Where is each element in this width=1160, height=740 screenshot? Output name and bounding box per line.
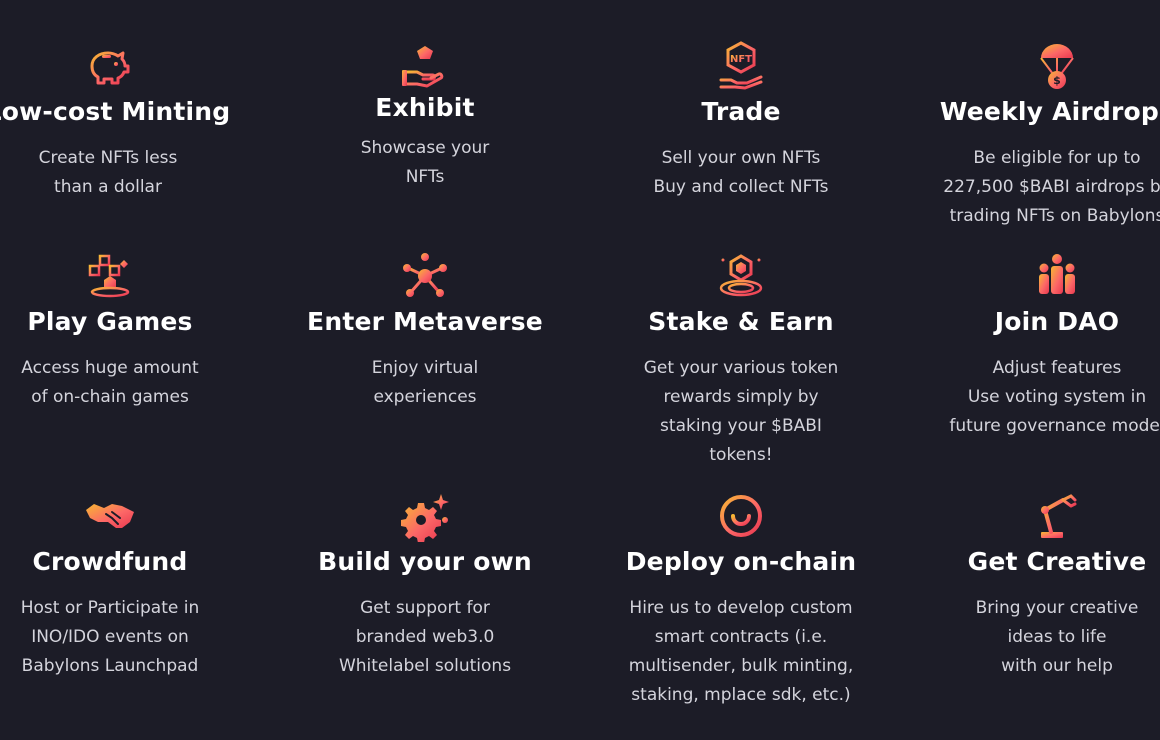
feature-description: Create NFTs less than a dollar: [38, 148, 178, 197]
feature-description: Get your various token rewards simply by…: [643, 358, 839, 465]
feature-play-games: Play Games Access huge amount of on-chai…: [0, 250, 290, 412]
feature-title: Enter Metaverse: [307, 307, 543, 336]
parachute-coin-icon: $: [1040, 44, 1074, 89]
feature-title: Trade: [701, 97, 781, 126]
feature-title: Exhibit: [375, 93, 475, 122]
feature-description: Access huge amount of on-chain games: [21, 358, 199, 407]
feature-description: Adjust features Use voting system in fut…: [949, 358, 1160, 436]
game-controller-icon: [88, 254, 130, 298]
feature-exhibit: Exhibit Showcase your NFTs: [245, 40, 605, 192]
hand-gem-icon: [402, 46, 444, 88]
feature-title: Join DAO: [994, 307, 1120, 336]
nft-hand-icon: NFT: [719, 41, 763, 90]
feature-title: Low-cost Minting: [0, 97, 231, 126]
svg-text:$: $: [1053, 74, 1061, 87]
feature-get-creative: Get Creative Bring your creative ideas t…: [877, 490, 1160, 681]
gear-sparkle-icon: [401, 494, 449, 542]
feature-title: Weekly Airdrops: [939, 97, 1160, 126]
feature-title: Play Games: [27, 307, 193, 336]
feature-low-cost-minting: Low-cost Minting Create NFTs less than a…: [0, 40, 288, 202]
feature-build-your-own: Build your own Get support for branded w…: [245, 490, 605, 681]
feature-crowdfund: Crowdfund Host or Participate in INO/IDO…: [0, 490, 290, 681]
feature-title: Deploy on-chain: [625, 547, 857, 576]
robot-arm-icon: [1041, 494, 1077, 538]
feature-description: Get support for branded web3.0 Whitelabe…: [338, 598, 512, 676]
people-group-icon: [1039, 254, 1075, 294]
feature-join-dao: Join DAO Adjust features Use voting syst…: [877, 250, 1160, 441]
feature-weekly-airdrops: $ Weekly Airdrops Be eligible for up to …: [877, 40, 1160, 231]
feature-title: Get Creative: [967, 547, 1147, 576]
feature-description: Enjoy virtual experiences: [371, 358, 479, 407]
feature-trade: NFT Trade Sell your own NFTs Buy and col…: [561, 40, 921, 202]
handshake-icon: [86, 504, 134, 528]
feature-description: Bring your creative ideas to life with o…: [975, 598, 1139, 676]
feature-title: Stake & Earn: [648, 307, 834, 336]
stake-token-icon: [719, 254, 763, 297]
feature-description: Host or Participate in INO/IDO events on…: [20, 598, 200, 676]
feature-description: Be eligible for up to 227,500 $BABI aird…: [943, 148, 1160, 226]
deploy-target-icon: [720, 494, 762, 537]
feature-description: Hire us to develop custom smart contract…: [628, 598, 854, 705]
metaverse-network-icon: [403, 253, 447, 297]
feature-title: Build your own: [318, 547, 532, 576]
feature-deploy-on-chain: Deploy on-chain Hire us to develop custo…: [561, 490, 921, 710]
feature-description: Sell your own NFTs Buy and collect NFTs: [653, 148, 829, 197]
feature-stake-earn: Stake & Earn Get your various token rewa…: [561, 250, 921, 470]
feature-description: Showcase your NFTs: [360, 138, 490, 187]
feature-title: Crowdfund: [32, 547, 188, 576]
svg-text:NFT: NFT: [730, 54, 752, 65]
feature-enter-metaverse: Enter Metaverse Enjoy virtual experience…: [245, 250, 605, 412]
piggy-bank-icon: [90, 51, 130, 85]
